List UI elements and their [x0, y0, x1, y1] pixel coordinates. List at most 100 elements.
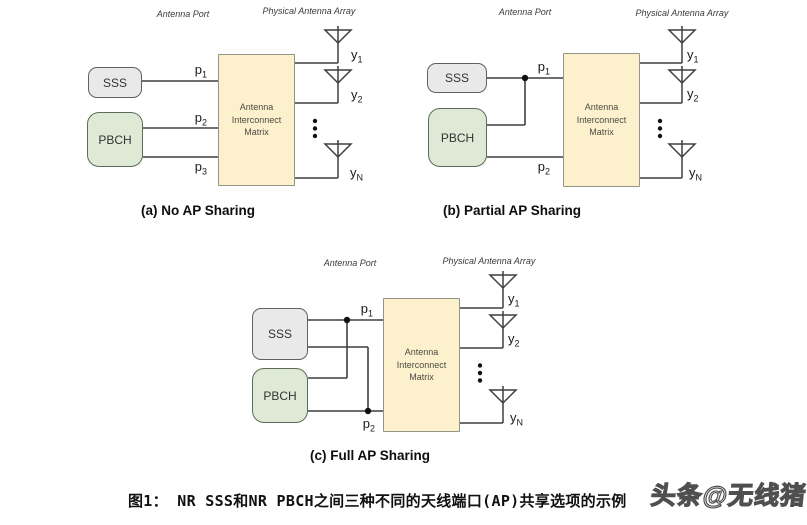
sss-label: SSS [267, 327, 292, 341]
port-label-b-p1: p1 [526, 59, 550, 77]
physical-array-label-c: Physical Antenna Array [442, 256, 536, 266]
antenna-label-b-yN: yN [689, 165, 703, 183]
subcaption-a: (a) No AP Sharing [140, 203, 255, 218]
physical-array-label-a: Physical Antenna Array [262, 6, 356, 16]
matrix-label: Antenna Interconnect Matrix [577, 101, 627, 139]
port-label-c-p2: p2 [351, 416, 375, 434]
pbch-label: PBCH [98, 132, 132, 147]
ellipsis-dots [312, 118, 318, 139]
antenna-base: y [508, 291, 515, 306]
antenna-label-b-y1: y1 [687, 47, 699, 65]
port-sub: 2 [201, 117, 207, 128]
antenna-sub: 1 [357, 54, 363, 65]
antenna-icon [488, 311, 518, 348]
junction-dot [364, 407, 372, 415]
port-sub: 2 [544, 166, 550, 177]
figure-caption: 图1： NR SSS和NR PBCH之间三种不同的天线端口(AP)共享选项的示例 [128, 492, 627, 510]
matrix-block-c: Antenna Interconnect Matrix [383, 298, 460, 432]
port-sub: 1 [201, 69, 207, 80]
antenna-icon [488, 386, 518, 423]
port-base: p [537, 59, 545, 74]
port-sub: 1 [544, 66, 550, 77]
antenna-base: y [687, 47, 694, 62]
antenna-icon [667, 140, 697, 178]
matrix-label-line: Interconnect [396, 359, 447, 370]
matrix-block-a: Antenna Interconnect Matrix [218, 54, 295, 186]
antenna-icon [488, 271, 518, 308]
port-base: p [194, 62, 202, 77]
subcaption-b: (b) Partial AP Sharing [442, 203, 582, 218]
antenna-port-label-a: Antenna Port [156, 9, 210, 19]
antenna-port-label-b: Antenna Port [498, 7, 552, 17]
physical-array-label-b: Physical Antenna Array [635, 8, 729, 18]
matrix-label: Antenna Interconnect Matrix [397, 346, 447, 384]
antenna-base: y [350, 165, 357, 180]
junction-dot [343, 316, 351, 324]
antenna-port-label-c: Antenna Port [323, 258, 377, 268]
antenna-base: y [508, 331, 515, 346]
port-base: p [194, 159, 202, 174]
antenna-label-c-yN: yN [510, 410, 524, 428]
antenna-base: y [351, 87, 358, 102]
pbch-label: PBCH [263, 388, 297, 403]
port-label-b-p2: p2 [526, 159, 550, 177]
ellipsis-dots [657, 118, 663, 139]
antenna-label-a-yN: yN [350, 165, 364, 183]
matrix-block-b: Antenna Interconnect Matrix [563, 53, 640, 187]
sss-block-c: SSS [252, 308, 308, 360]
antenna-base: y [687, 86, 694, 101]
ellipsis-dots [477, 363, 483, 383]
antenna-icon [667, 66, 697, 103]
matrix-label: Antenna Interconnect Matrix [232, 101, 282, 139]
port-base: p [537, 159, 545, 174]
port-base: p [362, 416, 370, 431]
sss-label: SSS [102, 75, 127, 90]
antenna-sub: N [516, 417, 524, 428]
sss-label: SSS [444, 71, 469, 85]
antenna-label-c-y2: y2 [508, 331, 520, 349]
port-sub: 3 [201, 166, 207, 177]
antenna-sub: N [356, 172, 364, 183]
antenna-sub: 1 [693, 54, 699, 65]
port-base: p [360, 301, 368, 316]
port-label-a-p1: p1 [183, 62, 207, 80]
port-label-a-p3: p3 [183, 159, 207, 177]
matrix-label-line: Interconnect [576, 114, 627, 125]
antenna-base: y [689, 165, 696, 180]
port-sub: 1 [367, 308, 373, 319]
antenna-label-a-y1: y1 [351, 47, 363, 65]
pbch-block-c: PBCH [252, 368, 308, 423]
matrix-label-line: Interconnect [231, 114, 282, 125]
port-label-a-p2: p2 [183, 110, 207, 128]
antenna-base: y [351, 47, 358, 62]
port-label-c-p1: p1 [349, 301, 373, 319]
sss-block-a: SSS [88, 67, 142, 98]
pbch-block-a: PBCH [87, 112, 143, 167]
antenna-sub: 2 [693, 93, 699, 104]
antenna-icon [323, 66, 353, 103]
matrix-label-line: Matrix [409, 372, 434, 383]
antenna-label-a-y2: y2 [351, 87, 363, 105]
sss-block-b: SSS [427, 63, 487, 93]
matrix-label-line: Matrix [244, 127, 269, 138]
antenna-sub: 2 [514, 338, 520, 349]
antenna-label-b-y2: y2 [687, 86, 699, 104]
antenna-base: y [510, 410, 517, 425]
matrix-label-line: Antenna [239, 102, 274, 113]
antenna-icon [323, 26, 353, 63]
antenna-icon [323, 140, 353, 178]
antenna-sub: N [695, 172, 703, 183]
antenna-sub: 1 [514, 298, 520, 309]
antenna-label-c-y1: y1 [508, 291, 520, 309]
antenna-sub: 2 [357, 94, 363, 105]
port-sub: 2 [369, 423, 375, 434]
wires-a [142, 62, 338, 179]
matrix-label-line: Antenna [584, 102, 619, 113]
port-base: p [194, 110, 202, 125]
junction-dot [521, 74, 529, 82]
subcaption-c: (c) Full AP Sharing [309, 448, 430, 463]
matrix-label-line: Matrix [589, 127, 614, 138]
antenna-icon [667, 26, 697, 63]
